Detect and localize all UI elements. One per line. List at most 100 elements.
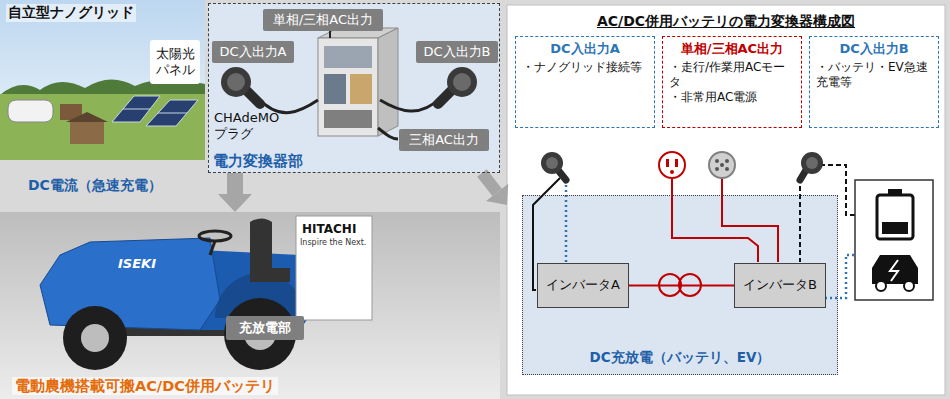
- callout-text: 太陽光パネル: [153, 46, 197, 79]
- bullet-text: ・走行/作業用ACモータ: [669, 60, 795, 90]
- nanogrid-photo: [158, 113, 187, 114]
- node-text: 単相/三相AC出力: [273, 12, 373, 28]
- nanogrid-photo: [0, 0, 205, 160]
- tractor-photo: [81, 324, 109, 352]
- bullet-text: ・ナノグリッド接続等: [522, 60, 648, 75]
- plug-icon: [541, 152, 823, 180]
- callout-box: 太陽光パネル: [150, 40, 200, 84]
- tractor-photo: [0, 212, 500, 399]
- chademo-plug: [438, 90, 452, 104]
- converter-group: 電力変換器部 単相/三相AC出力 DC入出力A DC入出力B 三相AC出力: [208, 3, 500, 173]
- nanogrid-photo: [66, 112, 108, 122]
- converter-unit: [324, 74, 346, 104]
- connector: [629, 285, 734, 286]
- dc-region: DC充放電（バッテリ、EV） インバータA インバータB: [522, 195, 838, 375]
- tractor-photo: [250, 219, 290, 283]
- connector: [482, 173, 508, 205]
- right-panel-ground: [507, 5, 945, 395]
- brand-slogan: Inspire the Next.: [300, 238, 366, 248]
- group-title: 電力変換器部: [213, 152, 303, 170]
- plug-icon: [546, 157, 558, 169]
- part-label: 充放電部: [226, 316, 304, 340]
- connector-line: [629, 285, 734, 287]
- port-box: DC入出力A ・ナノグリッド接続等: [515, 36, 655, 128]
- port-box: 単相/三相AC出力・走行/作業用ACモータ・非常用AC電源: [662, 36, 802, 128]
- wiring: [672, 178, 758, 262]
- battery-ev-icon: [855, 180, 933, 300]
- chademo-plug: [221, 67, 477, 104]
- plug-icon: [541, 152, 563, 174]
- plug-icon: [558, 170, 566, 180]
- motor-connector-icon: [725, 167, 729, 171]
- arrow-head: [486, 184, 508, 205]
- node-text: 三相AC出力: [409, 132, 479, 148]
- nanogrid-photo: [70, 122, 104, 144]
- nanogrid-photo: [123, 109, 150, 110]
- nanogrid-photo: [0, 94, 205, 160]
- converter-ground: [208, 3, 500, 173]
- motor-connector-icon: [709, 152, 735, 178]
- arrow-head: [218, 194, 252, 212]
- battery-ev-icon: [890, 260, 898, 281]
- chademo-plug: [453, 73, 471, 91]
- ac-outlet-icon: [670, 170, 674, 174]
- panel-title: 電動農機搭載可搬AC/DC併用バッテリ: [12, 377, 278, 395]
- motor-connector-icon: [720, 163, 724, 167]
- tractor-photo: [296, 216, 372, 320]
- plug-icon: [806, 157, 818, 169]
- tractor-panel: 電動農機搭載可搬AC/DC併用バッテリ 充放電部: [0, 212, 500, 399]
- nanogrid-photo: [146, 100, 198, 126]
- chademo-plug: [246, 90, 260, 104]
- chademo-plug: [221, 67, 251, 97]
- converter-unit: [378, 28, 398, 136]
- connector: [218, 173, 252, 212]
- inverter-box: インバータA: [537, 263, 629, 308]
- converter-unit: [378, 128, 398, 139]
- port-box: DC入出力B ・バッテリ・EV急速充電等: [809, 36, 939, 128]
- plug-name: CHAdeMOプラグ: [214, 110, 276, 141]
- port-label: 単相/三相AC出力: [263, 9, 383, 31]
- box-heading: DC入出力B: [816, 41, 932, 57]
- nanogrid-photo: [8, 100, 53, 122]
- converter-unit: [324, 110, 372, 128]
- battery-ev-icon: [882, 222, 908, 234]
- wiring: [565, 180, 568, 262]
- panel-title: 自立型ナノグリッド: [6, 4, 136, 22]
- wiring: [722, 178, 778, 262]
- battery-ev-icon: [888, 189, 902, 195]
- region-title: DC充放電（バッテリ、EV）: [523, 349, 837, 366]
- node-text: DC入出力A: [220, 44, 287, 60]
- port-label: DC入出力B: [416, 41, 498, 63]
- motor-connector-icon: [715, 159, 719, 163]
- bullet-text: ・バッテリ・EV急速充電等: [816, 60, 932, 90]
- brand-logo: ISEKI: [118, 256, 156, 272]
- motor-connector-icon: [709, 152, 735, 178]
- wiring: [533, 165, 855, 298]
- brand-logo: HITACHI: [302, 222, 356, 236]
- tractor-photo: [210, 241, 215, 255]
- converter-ground: [208, 3, 500, 173]
- tractor-photo: [199, 231, 231, 241]
- ac-outlet-icon: [659, 152, 685, 178]
- bullet-text: ・非常用AC電源: [669, 90, 795, 105]
- motor-connector-icon: [725, 159, 729, 163]
- node-text: DC入出力B: [423, 44, 490, 60]
- converter-unit: [350, 74, 372, 104]
- wiring: [799, 178, 801, 262]
- box-heading: DC入出力A: [522, 41, 648, 57]
- ac-outlet-icon: [675, 159, 678, 167]
- chademo-plug: [447, 67, 477, 97]
- flow-label: DC電流（急速充電）: [28, 177, 162, 194]
- port-label: DC入出力A: [212, 41, 294, 63]
- tractor-photo: [63, 306, 127, 370]
- chademo-plug: [227, 73, 245, 91]
- converter-unit: [318, 38, 378, 136]
- connector-line: [227, 173, 243, 194]
- photo-panel: 自立型ナノグリッド太陽光パネル: [0, 0, 205, 160]
- node-text: インバータB: [743, 277, 817, 293]
- tractor-photo: [40, 238, 220, 330]
- panel-title: AC/DC併用バッテリの電力変換器構成図: [507, 13, 945, 31]
- node-text: 充放電部: [239, 320, 291, 336]
- ac-outlet-icon: [666, 159, 669, 167]
